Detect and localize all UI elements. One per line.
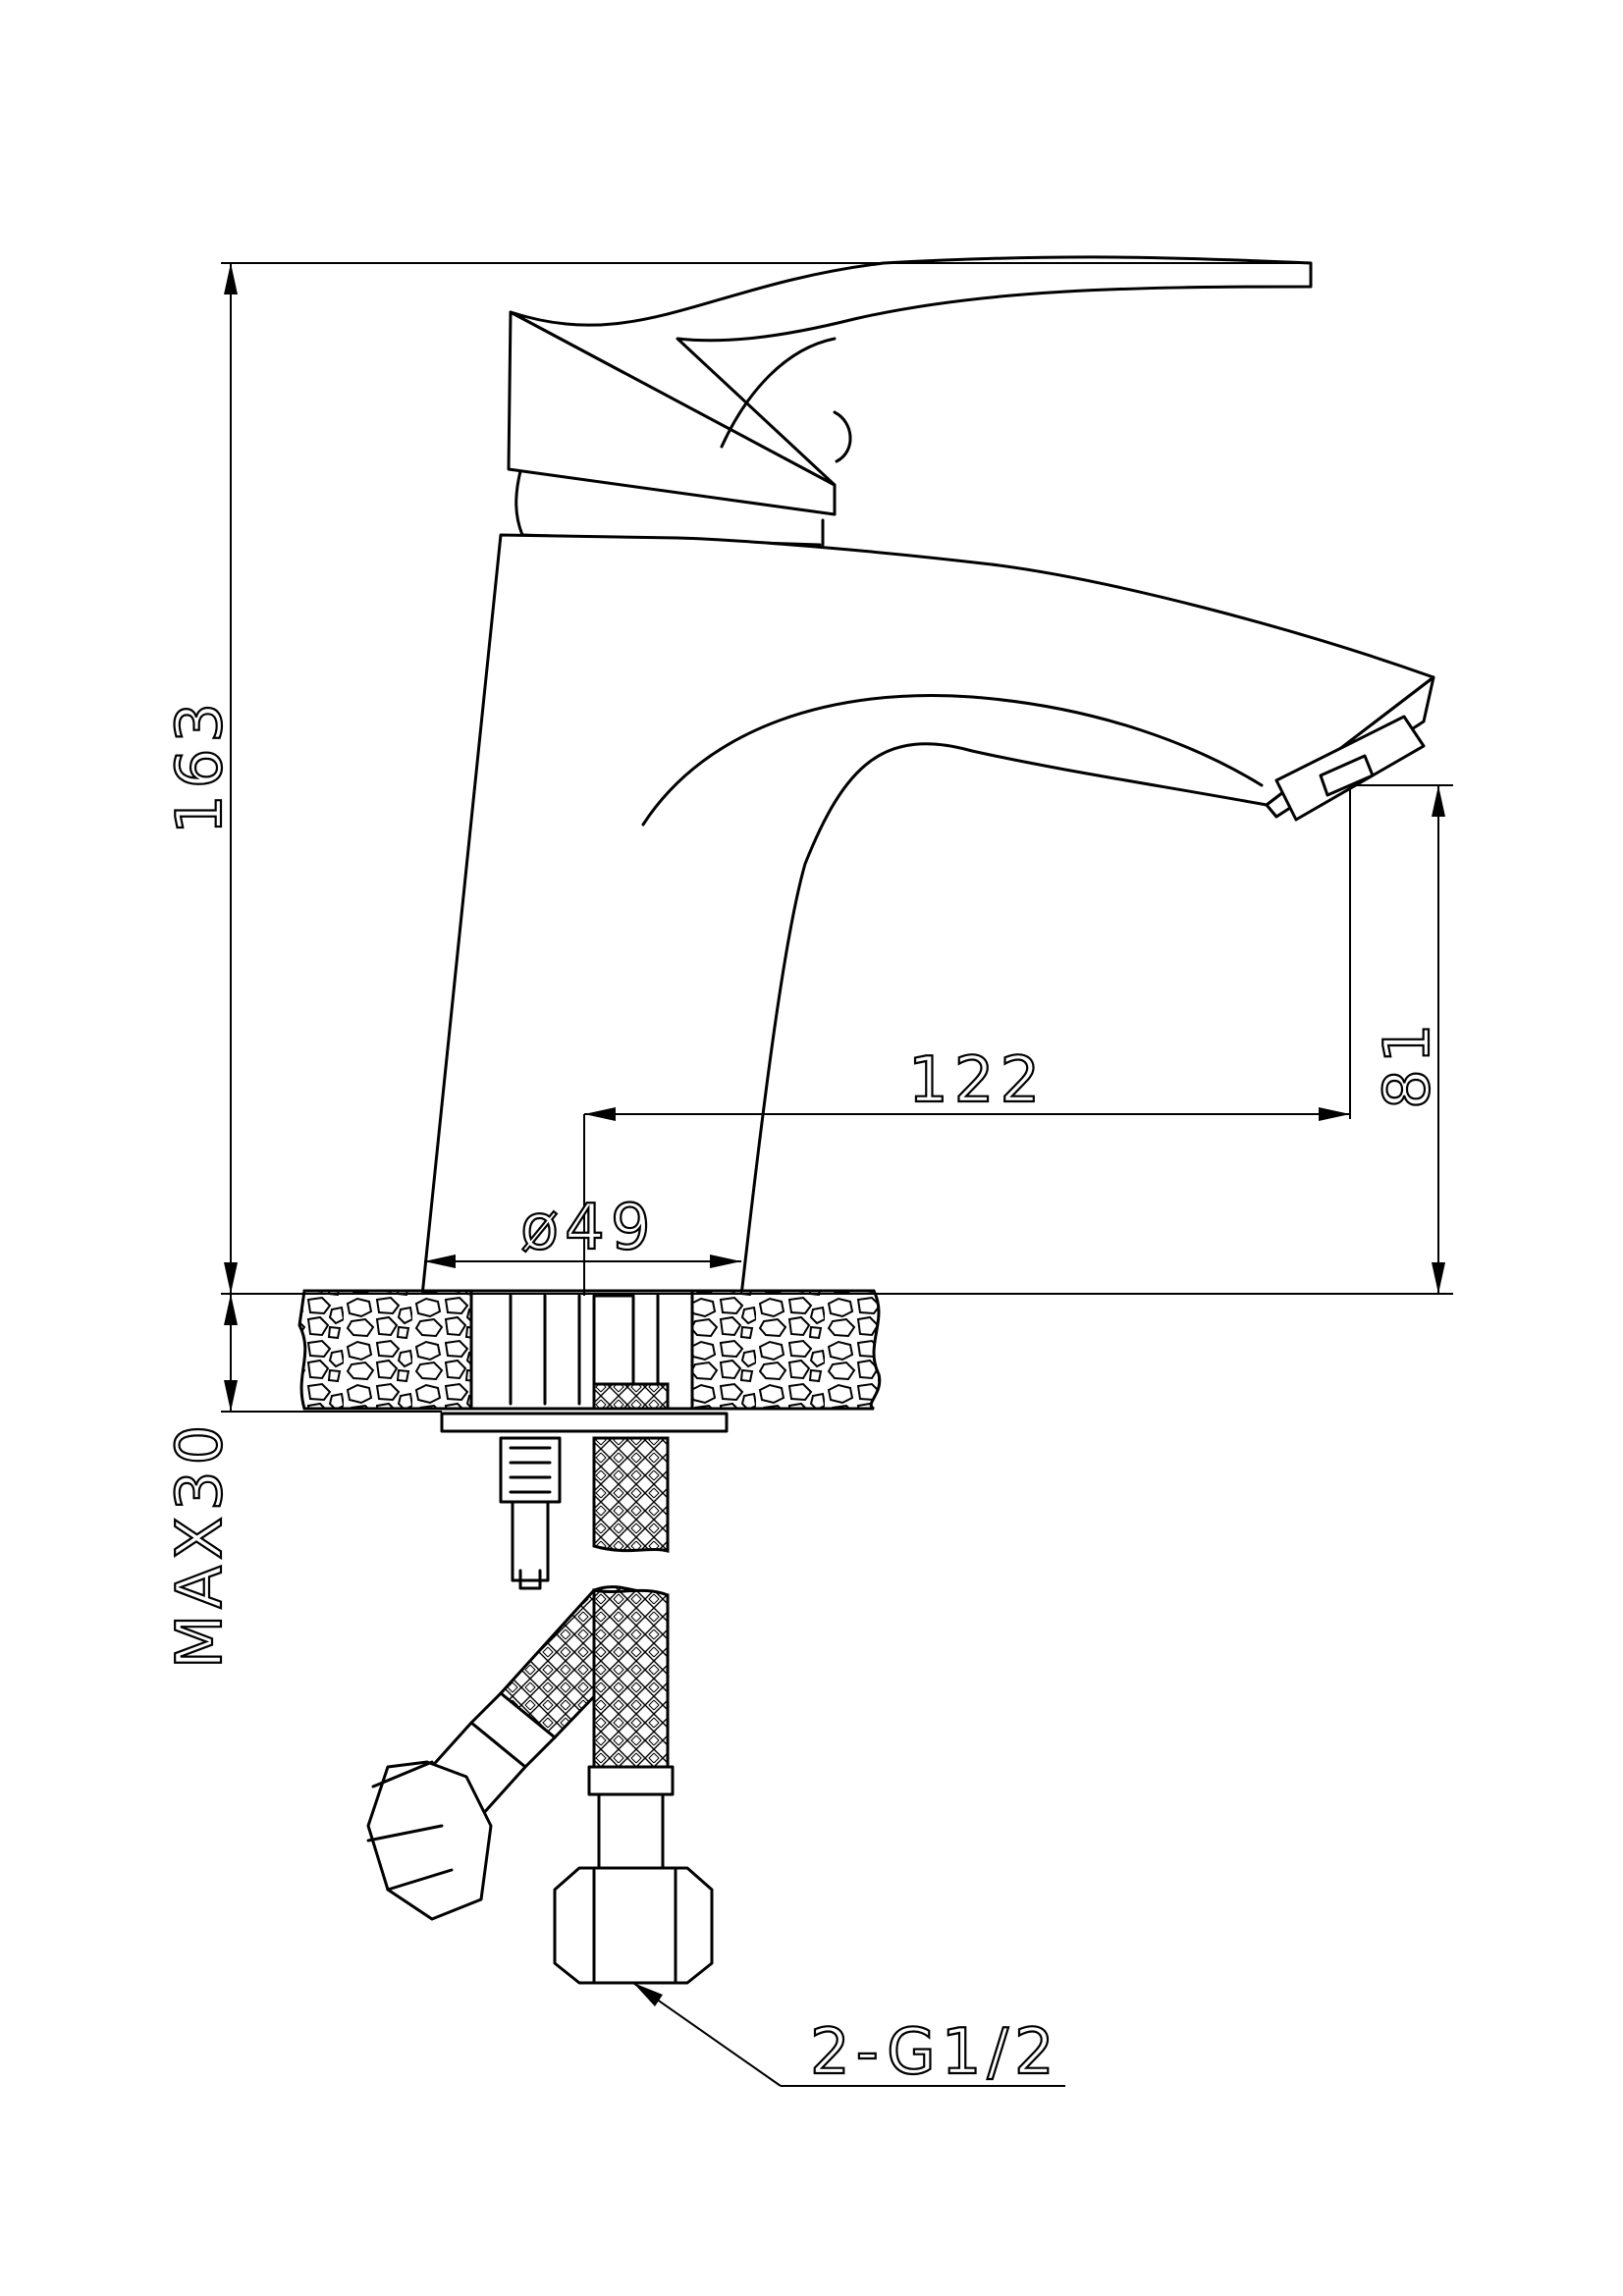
countertop-section xyxy=(298,1289,882,1411)
mounting-plate xyxy=(440,1412,729,1433)
label-base-diameter: ø49 xyxy=(520,1192,657,1264)
countertop-right xyxy=(690,1289,882,1411)
hex-nut-angled xyxy=(366,1760,493,1921)
label-spout-reach: 122 xyxy=(908,1044,1046,1117)
label-mounting-thickness: MAX30 xyxy=(164,1419,237,1669)
label-overall-height: 163 xyxy=(164,697,237,834)
spout xyxy=(420,533,1435,1298)
mounting-hardware xyxy=(440,1412,729,1590)
braided-hose-upper xyxy=(592,1436,670,1553)
faucet-body xyxy=(420,255,1435,1298)
label-connection-spec: 2-G1/2 xyxy=(810,2016,1060,2089)
supply-hoses xyxy=(366,1585,714,1985)
dimension-labels: 163 MAX30 81 122 ø49 2-G1/2 xyxy=(163,696,1445,2090)
hex-nut-vertical xyxy=(553,1866,714,1985)
countertop-left xyxy=(298,1289,473,1411)
label-spout-clearance: 81 xyxy=(1372,1018,1444,1109)
dimension-lines xyxy=(221,262,1453,2087)
braided-hose-vertical xyxy=(592,1588,670,1769)
